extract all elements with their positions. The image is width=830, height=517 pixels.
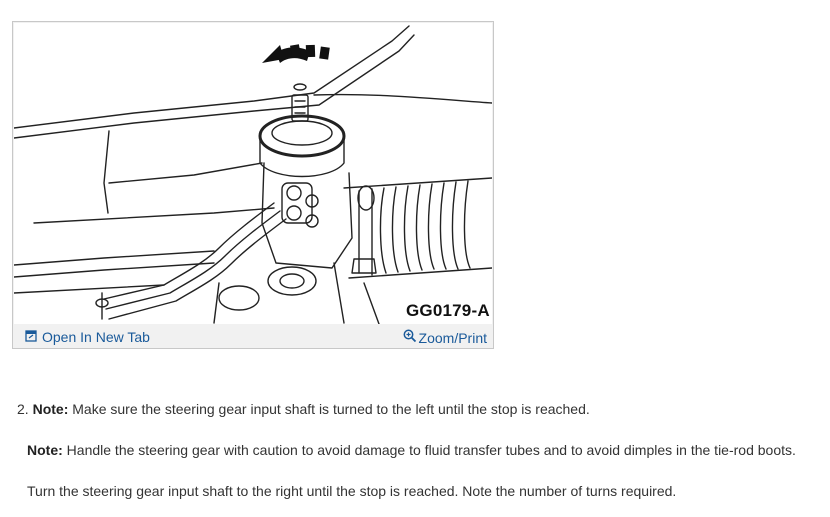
caution-note-paragraph: Note: Handle the steering gear with caut… bbox=[27, 441, 796, 459]
note-label: Note: bbox=[32, 401, 69, 417]
open-in-new-tab-link[interactable]: Open In New Tab bbox=[25, 329, 150, 345]
turn-instruction-paragraph: Turn the steering gear input shaft to th… bbox=[27, 482, 676, 500]
zoom-magnifier-icon bbox=[403, 329, 417, 346]
open-new-tab-icon bbox=[25, 329, 37, 345]
step-number: 2. bbox=[17, 401, 29, 417]
steering-gear-illustration[interactable]: GG0179-A bbox=[14, 23, 492, 324]
instruction-text: Turn the steering gear input shaft to th… bbox=[27, 483, 677, 499]
zoom-print-label: Zoom/Print bbox=[418, 329, 487, 346]
zoom-print-link[interactable]: Zoom/Print bbox=[403, 329, 487, 346]
line-drawing bbox=[14, 25, 492, 324]
figure-toolbar: Open In New Tab Zoom/Print bbox=[13, 324, 493, 348]
figure-code-label: GG0179-A bbox=[406, 301, 490, 320]
figure-container: GG0179-A Open In New Tab Zoom/Print bbox=[12, 21, 494, 349]
open-in-new-tab-label: Open In New Tab bbox=[42, 329, 150, 345]
step-text: Make sure the steering gear input shaft … bbox=[68, 401, 590, 417]
note-label: Note: bbox=[27, 442, 63, 458]
step-2-paragraph: 2. Note: Make sure the steering gear inp… bbox=[17, 400, 590, 418]
note-text: Handle the steering gear with caution to… bbox=[62, 442, 796, 458]
